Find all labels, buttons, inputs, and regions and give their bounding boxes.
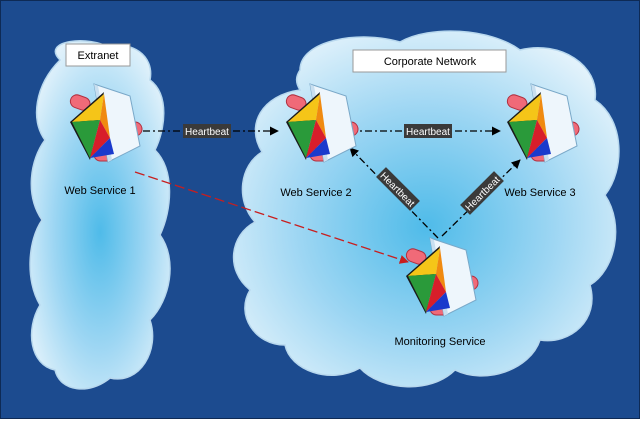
extranet-label-box [65, 43, 131, 67]
link-label-ws2-ws3: Heartbeat [404, 124, 452, 138]
corporate-network-label: Corporate Network [384, 56, 477, 68]
web-service-2-node: Web Service 2 [280, 83, 359, 199]
link-label-ws1-ws2-text: Heartbeat [185, 127, 229, 138]
web-service-3-label: Web Service 3 [504, 187, 575, 199]
web-service-1-node: Web Service 1 [64, 83, 143, 197]
monitoring-service-node: Monitoring Service [394, 237, 486, 348]
heartbeat-link-monitor-ws3 [441, 159, 521, 237]
alert-link-ws1-monitor [134, 171, 409, 264]
extranet-label: Extranet [78, 50, 119, 62]
web-service-2-label: Web Service 2 [280, 187, 351, 199]
link-label-ws1-ws2: Heartbeat [183, 124, 231, 138]
web-service-3-node: Web Service 3 [504, 83, 580, 199]
link-label-ws2-ws3-text: Heartbeat [406, 127, 450, 138]
corporate-network-label-box [352, 49, 507, 73]
web-service-1-label: Web Service 1 [64, 185, 135, 197]
monitoring-service-label: Monitoring Service [394, 336, 485, 348]
